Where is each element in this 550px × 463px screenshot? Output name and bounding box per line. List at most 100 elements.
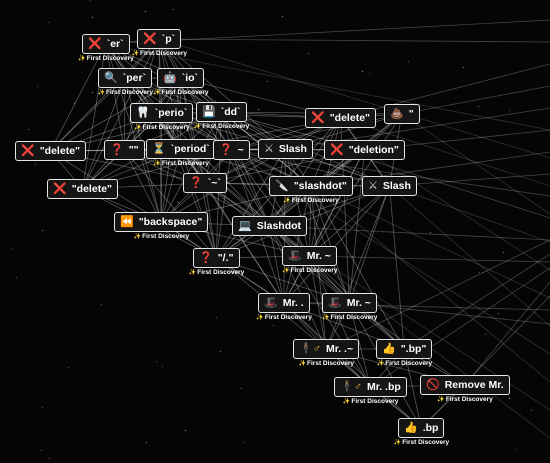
sparkle-icon: ✨ — [342, 399, 351, 405]
connection-line-5 — [50, 43, 107, 152]
element-tile-n26[interactable]: 👍".bp" — [376, 339, 433, 359]
element-label: Slashdot — [256, 220, 302, 232]
element-tile-n2[interactable]: ❌`p` — [137, 29, 182, 49]
connection-line-161 — [204, 182, 350, 304]
connection-line-233 — [389, 185, 550, 327]
element-label: "deletion" — [348, 144, 399, 156]
badge-text: First Discovery — [307, 360, 354, 367]
badge-text: First Discovery — [140, 50, 188, 57]
badge-text: First Discovery — [402, 439, 450, 446]
connection-line-246 — [420, 295, 550, 429]
element-tile-n18[interactable]: ⚔Slash — [362, 176, 417, 196]
element-tile-n28[interactable]: 🚫Remove Mr. — [420, 375, 510, 395]
element-tile-n8[interactable]: 💩" — [384, 104, 420, 124]
sparkle-icon: ✨ — [78, 56, 86, 62]
connection-line-240 — [309, 255, 550, 263]
element-tile-n17[interactable]: 🔪"slashdot" — [269, 176, 353, 196]
connection-line-149 — [283, 149, 365, 304]
question-mark-icon: ❓ — [189, 176, 203, 189]
connection-line-17 — [123, 38, 160, 151]
element-tile-n27[interactable]: 🕴♂Mr. .bp — [334, 377, 407, 397]
element-tile-n13[interactable]: ⚔Slash — [258, 139, 313, 159]
element-tile-n9[interactable]: ❌"delete" — [15, 141, 87, 161]
connection-line-223 — [340, 117, 550, 187]
badge-text: First Discovery — [330, 314, 378, 321]
element-tile-n19[interactable]: ⏪"backspace" — [114, 212, 209, 232]
badge-text: First Discovery — [291, 197, 339, 204]
connection-line-231 — [310, 185, 550, 299]
badge-text: First Discovery — [142, 124, 190, 131]
connection-line-169 — [310, 185, 327, 350]
connection-line-142 — [285, 148, 350, 304]
connection-line-175 — [349, 185, 390, 304]
question-mark-icon: ❓ — [110, 143, 124, 156]
connection-line-177 — [389, 185, 405, 350]
badge-text: First Discovery — [351, 398, 399, 405]
connection-line-130 — [215, 149, 232, 259]
badge-text: First Discovery — [161, 89, 209, 96]
connection-line-7 — [105, 43, 182, 150]
connection-line-86 — [269, 117, 341, 227]
connection-line-243 — [403, 253, 550, 350]
element-tile-n11[interactable]: ⏳ `period` — [146, 139, 216, 159]
element-tile-n6[interactable]: 💾`dd` — [196, 102, 247, 122]
rewind-icon: ⏪ — [120, 215, 134, 228]
element-tile-n22[interactable]: 🎩Mr. ~ — [282, 246, 337, 266]
connection-line-43 — [82, 77, 181, 190]
connection-line-32 — [82, 77, 126, 190]
element-tile-n21[interactable]: ❓"/." — [193, 248, 240, 268]
element-tile-n10[interactable]: ❓"" — [104, 140, 145, 160]
connection-line-195 — [309, 255, 327, 350]
connection-line-33 — [124, 77, 206, 184]
element-label: "delete" — [329, 112, 371, 124]
element-label: `period` — [170, 143, 210, 155]
connection-line-245 — [464, 281, 550, 386]
element-tile-n1[interactable]: ❌`er` — [82, 34, 130, 54]
element-tile-n24[interactable]: 🎩Mr. ~ — [322, 293, 377, 313]
connection-line-131 — [231, 149, 310, 257]
hourglass-icon: ⏳ — [152, 142, 166, 155]
connection-line-220 — [159, 38, 550, 43]
element-tile-n7[interactable]: ❌"delete" — [305, 108, 377, 128]
badge-text: First Discovery — [290, 267, 338, 274]
element-tile-n16[interactable]: ❓`~` — [183, 173, 227, 193]
element-tile-n4[interactable]: 🤖`io` — [157, 68, 205, 88]
connection-line-129 — [231, 149, 270, 227]
thumbs-up-icon: 👍 — [382, 342, 396, 355]
connection-line-225 — [401, 113, 550, 215]
first-discovery-badge: ✨First Discovery — [153, 89, 208, 96]
first-discovery-badge: ✨First Discovery — [134, 124, 189, 131]
sparkle-icon: ✨ — [376, 361, 385, 367]
first-discovery-badge: ✨First Discovery — [283, 197, 338, 204]
connection-line-166 — [309, 185, 312, 257]
magnifier-icon: 🔍 — [104, 71, 118, 84]
first-discovery-badge: ✨First Discovery — [132, 50, 187, 57]
sparkle-icon: ✨ — [193, 124, 202, 130]
connection-line-168 — [310, 185, 350, 304]
element-tile-n29[interactable]: 👍.bp — [398, 418, 445, 438]
element-label: ~ — [237, 144, 244, 156]
element-tile-n12[interactable]: ❓~ — [213, 140, 250, 160]
connection-line-186 — [269, 225, 327, 350]
connection-line-95 — [269, 113, 403, 227]
sparkle-icon: ✨ — [283, 198, 291, 204]
connection-line-120 — [180, 148, 310, 257]
connection-line-173 — [309, 185, 390, 257]
first-discovery-badge: ✨First Discovery — [343, 398, 398, 405]
connection-line-45 — [180, 77, 312, 187]
element-tile-n14[interactable]: ❌"deletion" — [324, 140, 405, 160]
element-tile-n5[interactable]: 🦷`perio` — [130, 103, 194, 123]
sparkle-icon: ✨ — [131, 51, 140, 57]
element-tile-n3[interactable]: 🔍`per` — [98, 68, 153, 88]
connection-line-140 — [285, 148, 310, 257]
element-tile-n23[interactable]: 🎩Mr. . — [258, 293, 310, 313]
element-tile-n15[interactable]: ❌"delete" — [47, 179, 119, 199]
element-tile-n20[interactable]: 💻Slashdot — [232, 216, 308, 236]
connection-line-244 — [370, 267, 550, 388]
connection-line-167 — [283, 185, 312, 304]
connection-line-44 — [180, 77, 206, 184]
element-tile-n25[interactable]: 🕴♂Mr. .~ — [293, 339, 360, 359]
connection-line-202 — [283, 302, 422, 429]
element-label: Slash — [382, 180, 411, 192]
